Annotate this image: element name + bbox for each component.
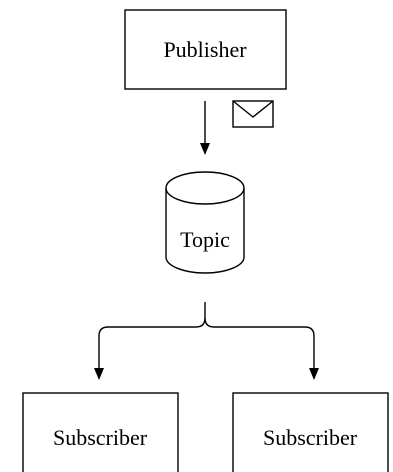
publisher-node: Publisher (124, 9, 287, 90)
fanout-arrow-head-left (94, 368, 104, 380)
topic-label: Topic (180, 227, 230, 252)
publisher-label: Publisher (163, 37, 247, 62)
subscriber-node-1: Subscriber (22, 392, 179, 472)
publisher-box (124, 9, 287, 90)
topic-cylinder-top (165, 171, 245, 205)
subscriber-box-2 (232, 392, 389, 472)
publish-arrow (200, 101, 210, 155)
subscriber-label-2: Subscriber (263, 425, 358, 450)
envelope-icon (232, 100, 274, 128)
topic-node: Topic (165, 171, 245, 274)
subscriber-node-2: Subscriber (232, 392, 389, 472)
fanout-brace (94, 302, 319, 380)
subscriber-box-1 (22, 392, 179, 472)
publish-arrow-head (200, 143, 210, 155)
subscriber-label-1: Subscriber (53, 425, 148, 450)
topic-cylinder-body (165, 188, 245, 274)
fanout-arrow-head-right (309, 368, 319, 380)
